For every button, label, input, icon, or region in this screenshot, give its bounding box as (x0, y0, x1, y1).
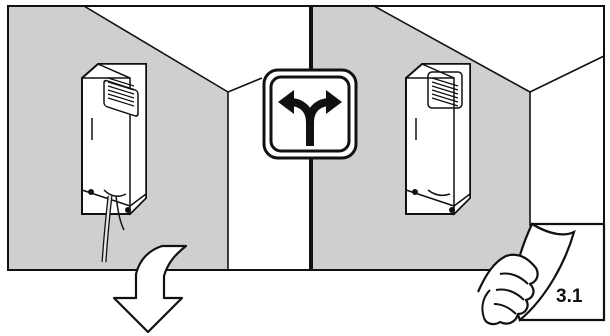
device-right (405, 63, 471, 216)
hand-turning-page-icon (476, 222, 606, 326)
device-left (81, 63, 147, 216)
fork-arrows-icon (262, 68, 358, 160)
down-arrow-icon (112, 244, 188, 334)
page-reference-label: 3.1 (556, 286, 583, 307)
right-panel (311, 5, 605, 271)
